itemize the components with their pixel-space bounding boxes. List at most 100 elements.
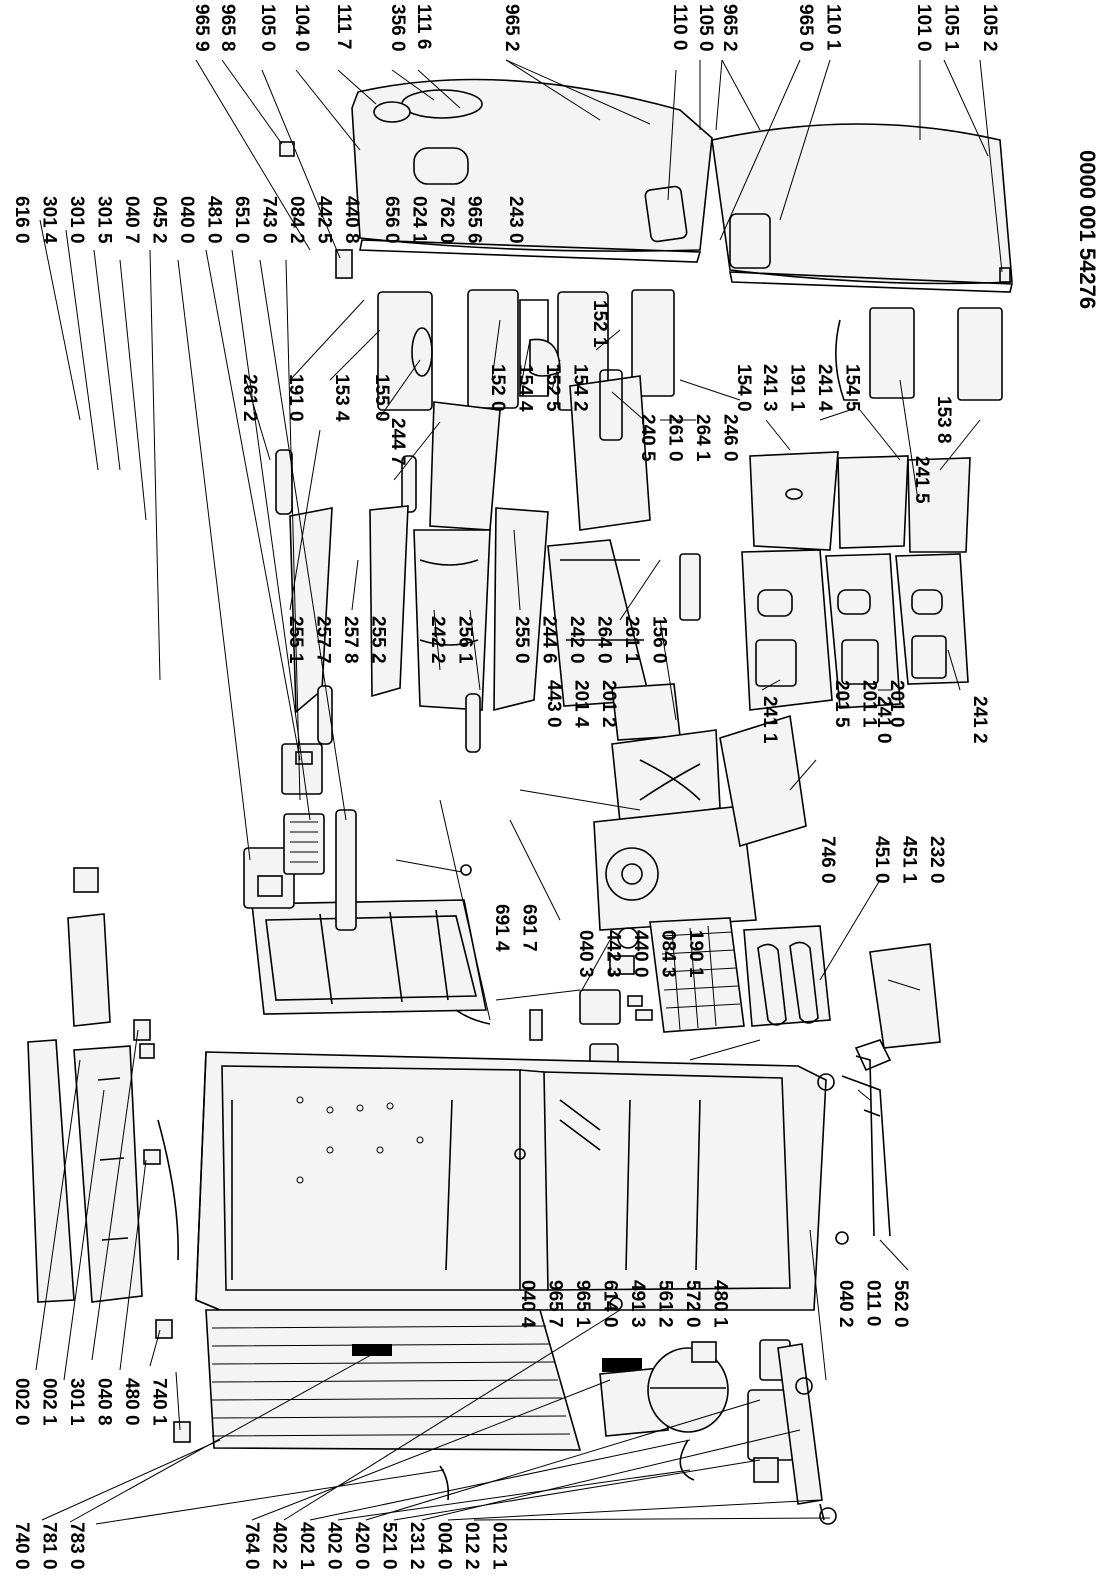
label-group-door-bins3: 153 8 xyxy=(933,396,954,444)
part-label: 480 0 xyxy=(121,1378,142,1426)
fan-housing xyxy=(593,714,807,931)
part-label: 153 4 xyxy=(331,374,352,422)
part-label: 191 1 xyxy=(787,364,808,412)
part-label: 154 2 xyxy=(570,364,591,412)
label-group-top-door6: 105 2 xyxy=(979,4,1000,52)
part-label: 153 8 xyxy=(933,396,954,444)
part-label: 084 2 xyxy=(286,196,307,244)
label-group-top-door4: 965 0 110 1 xyxy=(795,4,844,52)
part-label: 481 0 xyxy=(204,196,225,244)
part-label: 965 2 xyxy=(501,4,522,52)
part-label: 040 2 xyxy=(835,1280,856,1328)
part-label: 561 2 xyxy=(655,1280,676,1328)
part-label: 105 0 xyxy=(257,4,278,52)
part-label: 965 6 xyxy=(464,196,485,244)
part-label: 241 5 xyxy=(911,456,932,504)
part-label: 191 0 xyxy=(285,374,306,422)
document-code: 0000 001 54276 xyxy=(1075,150,1100,309)
part-label: 154 0 xyxy=(733,364,754,412)
part-label: 241 1 xyxy=(759,696,780,744)
part-label: 255 1 xyxy=(285,616,306,664)
part-label: 241 3 xyxy=(759,364,780,412)
part-label: 152 1 xyxy=(589,300,610,348)
part-label: 691 7 xyxy=(519,904,540,952)
part-label: 201 5 xyxy=(831,680,852,728)
part-label: 301 4 xyxy=(39,196,60,244)
part-label: 402 0 xyxy=(324,1522,345,1570)
part-label: 201 0 xyxy=(886,680,907,728)
part-label: 084 3 xyxy=(658,930,679,978)
label-group-top-door2: 965 2 xyxy=(501,4,522,52)
part-label: 440 8 xyxy=(341,196,362,244)
part-label: 240 5 xyxy=(637,414,658,462)
part-label: 442 3 xyxy=(603,930,624,978)
part-label: 616 0 xyxy=(11,196,32,244)
part-label: 521 0 xyxy=(379,1522,400,1570)
label-group-right-mid2: 746 0 xyxy=(817,836,838,884)
part-label: 746 0 xyxy=(817,836,838,884)
part-label: 231 2 xyxy=(406,1522,427,1570)
part-label: 242 2 xyxy=(427,616,448,664)
part-label: 740 1 xyxy=(149,1378,170,1426)
upper-door xyxy=(351,78,713,263)
part-label: 451 0 xyxy=(871,836,892,884)
part-label: 420 0 xyxy=(351,1522,372,1570)
part-label: 301 5 xyxy=(94,196,115,244)
part-label: 104 0 xyxy=(291,4,312,52)
part-label: 152 5 xyxy=(542,364,563,412)
drawers xyxy=(741,549,969,711)
part-label: 002 1 xyxy=(39,1378,60,1426)
part-label: 264 0 xyxy=(594,616,615,664)
part-label: 105 2 xyxy=(979,4,1000,52)
part-label: 255 0 xyxy=(511,616,532,664)
part-label: 691 4 xyxy=(491,904,512,952)
part-label: 111 6 xyxy=(413,4,434,49)
part-label: 301 1 xyxy=(66,1378,87,1426)
part-label: 155 0 xyxy=(371,374,392,422)
part-label: 040 4 xyxy=(517,1280,538,1328)
part-label: 045 2 xyxy=(149,196,170,244)
feet-and-pipes xyxy=(817,1055,891,1245)
part-label: 110 1 xyxy=(823,4,844,51)
label-group-ctrl2: 154 0 xyxy=(733,364,754,412)
leader-lines xyxy=(35,59,1003,1525)
part-label: 255 2 xyxy=(368,616,389,664)
part-label: 012 2 xyxy=(461,1522,482,1570)
part-label: 491 3 xyxy=(627,1280,648,1328)
label-group-top-mid4: 152 1 xyxy=(589,300,610,348)
lower-door xyxy=(711,123,1014,293)
part-label: 572 0 xyxy=(682,1280,703,1328)
part-label: 356 0 xyxy=(387,4,408,52)
part-label: 243 0 xyxy=(505,196,526,244)
part-label: 965 0 xyxy=(795,4,816,52)
part-label: 241 0 xyxy=(873,696,894,744)
part-label: 762 0 xyxy=(436,196,457,244)
label-group-top-mid2: 155 0 xyxy=(371,374,392,422)
part-label: 440 0 xyxy=(630,930,651,978)
label-group-door-bins2: 241 5 xyxy=(911,456,932,504)
part-label: 156 0 xyxy=(649,616,670,664)
part-label: 040 0 xyxy=(176,196,197,244)
part-label: 301 0 xyxy=(66,196,87,244)
part-label: 244 7 xyxy=(387,418,408,466)
part-label: 402 1 xyxy=(296,1522,317,1570)
label-group-evap: 691 4 691 7 xyxy=(491,904,540,952)
part-label: 190 1 xyxy=(685,930,706,978)
label-group-cover: 244 7 xyxy=(387,418,408,466)
